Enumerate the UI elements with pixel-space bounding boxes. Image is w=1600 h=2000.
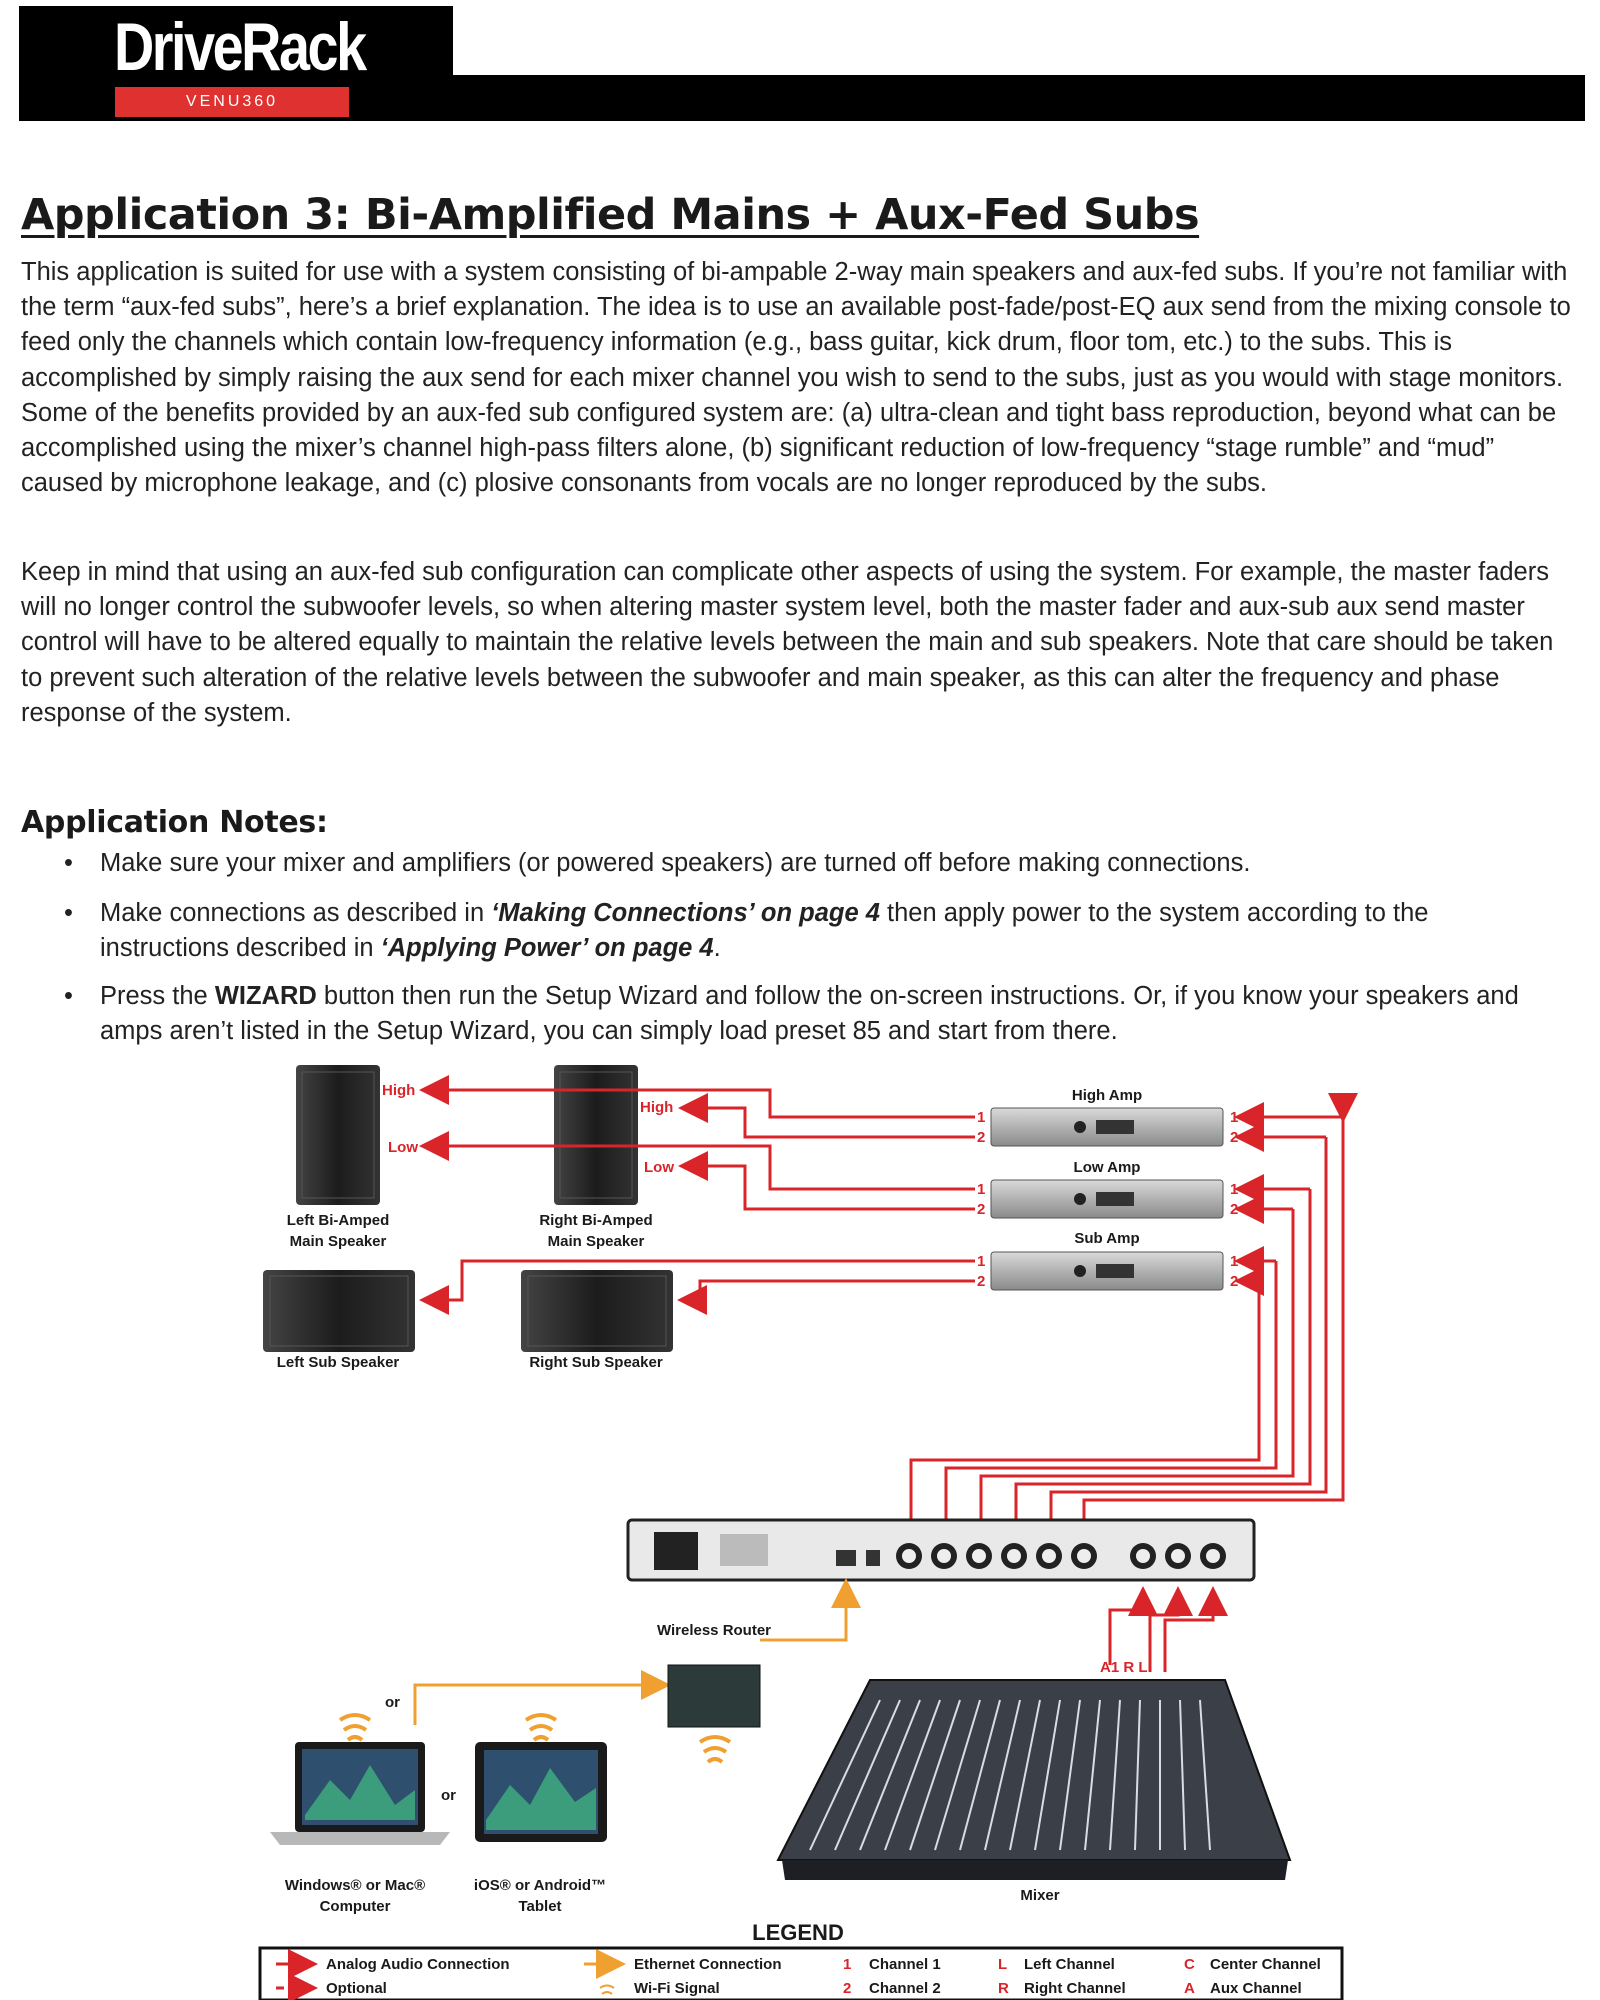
connection-diagram: Left Bi-Amped Main Speaker Right Bi-Ampe… — [258, 1065, 1358, 2000]
note-text: then apply power to the system according… — [100, 899, 1429, 962]
sub-amp-label: Sub Amp — [1074, 1230, 1139, 1247]
computer-label: Windows® or Mac® — [285, 1877, 425, 1894]
note-text: Make sure your mixer and amplifiers (or … — [100, 849, 1251, 877]
computer-label: Computer — [320, 1898, 391, 1915]
legend-value: Channel 1 — [869, 1956, 941, 1973]
right-sub-label: Right Sub Speaker — [529, 1354, 663, 1371]
laptop-computer — [270, 1742, 450, 1845]
legend-value: Channel 2 — [869, 1980, 941, 1997]
legend-key: R — [998, 1980, 1009, 1997]
right-main-label: Main Speaker — [548, 1233, 645, 1250]
logo-wordmark: DriveRack — [114, 9, 367, 85]
mixer-output-label: A1 R L — [1100, 1659, 1148, 1676]
low-amp-label: Low Amp — [1074, 1159, 1141, 1176]
driverack-processor — [626, 1518, 1256, 1582]
bullet-icon: • — [64, 899, 73, 927]
sub-amp — [990, 1251, 1224, 1291]
left-main-label: Main Speaker — [290, 1233, 387, 1250]
router-label: Wireless Router — [657, 1622, 771, 1639]
legend-value: Left Channel — [1024, 1956, 1115, 1973]
channel-1-label: 1 — [1230, 1181, 1238, 1198]
high-label: High — [640, 1099, 673, 1116]
legend-analog: Analog Audio Connection — [326, 1956, 510, 1973]
page-reference-link: ‘Applying Power’ on page 4 — [380, 934, 714, 962]
channel-2-label: 2 — [977, 1201, 985, 1218]
high-amp-label: High Amp — [1072, 1087, 1142, 1104]
channel-2-label: 2 — [1230, 1129, 1238, 1146]
right-sub-speaker — [521, 1270, 673, 1352]
right-main-speaker — [554, 1065, 638, 1205]
wifi-icon — [698, 1735, 732, 1764]
low-amp — [990, 1179, 1224, 1219]
channel-2-label: 2 — [977, 1273, 985, 1290]
left-sub-speaker — [263, 1270, 415, 1352]
legend-title: LEGEND — [752, 1920, 844, 1945]
note-text: Make connections as described in — [100, 899, 492, 927]
channel-1-label: 1 — [977, 1253, 985, 1270]
channel-2-label: 2 — [1230, 1201, 1238, 1218]
logo-model: VENU360 — [115, 87, 349, 117]
legend-key: L — [998, 1956, 1007, 1973]
or-label: or — [441, 1787, 456, 1804]
page-title: Application 3: Bi-Amplified Mains + Aux-… — [21, 190, 1200, 240]
note-item: • Press the WIZARD button then run the S… — [64, 979, 1560, 1049]
low-label: Low — [644, 1159, 674, 1176]
left-sub-label: Left Sub Speaker — [277, 1354, 400, 1371]
right-main-label: Right Bi-Amped — [539, 1212, 652, 1229]
wizard-button-name: WIZARD — [214, 982, 317, 1010]
mixer-output-cables — [1108, 1586, 1228, 1672]
note-text: . — [713, 934, 721, 962]
note-text: Press the — [100, 982, 215, 1010]
tablet-label: iOS® or Android™ — [474, 1877, 606, 1894]
processor-to-amp-cables — [909, 1093, 1358, 1538]
intro-paragraph: This application is suited for use with … — [21, 258, 1571, 498]
wifi-icon — [599, 1984, 615, 1995]
channel-1-label: 1 — [1230, 1253, 1238, 1270]
legend: LEGEND Analog Audio Connection Optional … — [258, 1920, 1344, 2000]
ethernet-cables — [413, 1578, 861, 1725]
channel-2-label: 2 — [1230, 1273, 1238, 1290]
channel-1-label: 1 — [1230, 1109, 1238, 1126]
low-label: Low — [388, 1139, 418, 1156]
legend-ethernet: Ethernet Connection — [634, 1956, 782, 1973]
channel-2-label: 2 — [977, 1129, 985, 1146]
wireless-router — [667, 1664, 761, 1764]
legend-wifi: Wi-Fi Signal — [634, 1980, 720, 1997]
legend-value: Aux Channel — [1210, 1980, 1302, 1997]
legend-key: 2 — [843, 1980, 851, 1997]
mixer-label: Mixer — [1020, 1887, 1059, 1904]
channel-1-label: 1 — [977, 1109, 985, 1126]
bullet-icon: • — [64, 849, 73, 877]
left-main-speaker — [296, 1065, 380, 1205]
legend-value: Center Channel — [1210, 1956, 1321, 1973]
note-text: button then run the Setup Wizard and fol… — [100, 982, 1519, 1045]
wifi-icon — [524, 1713, 558, 1742]
notes-heading: Application Notes: — [21, 805, 328, 840]
tablet-label: Tablet — [518, 1898, 561, 1915]
bullet-icon: • — [64, 982, 73, 1010]
high-amp — [990, 1107, 1224, 1147]
note-item: • Make sure your mixer and amplifiers (o… — [64, 846, 1560, 881]
caution-paragraph: Keep in mind that using an aux-fed sub c… — [21, 558, 1554, 727]
legend-value: Right Channel — [1024, 1980, 1126, 1997]
or-label: or — [385, 1694, 400, 1711]
wifi-icon — [338, 1713, 372, 1742]
note-item: • Make connections as described in ‘Maki… — [64, 896, 1560, 966]
left-main-label: Left Bi-Amped — [287, 1212, 390, 1229]
legend-key: A — [1184, 1980, 1195, 1997]
high-label: High — [382, 1082, 415, 1099]
legend-key: C — [1184, 1956, 1195, 1973]
mixer-console — [776, 1679, 1292, 1880]
legend-key: 1 — [843, 1956, 851, 1973]
channel-1-label: 1 — [977, 1181, 985, 1198]
legend-optional: Optional — [326, 1980, 387, 1997]
tablet — [475, 1742, 607, 1842]
page-reference-link: ‘Making Connections’ on page 4 — [491, 899, 880, 927]
analog-cables — [419, 1075, 975, 1315]
logo: DriveRack VENU360 — [19, 6, 453, 121]
